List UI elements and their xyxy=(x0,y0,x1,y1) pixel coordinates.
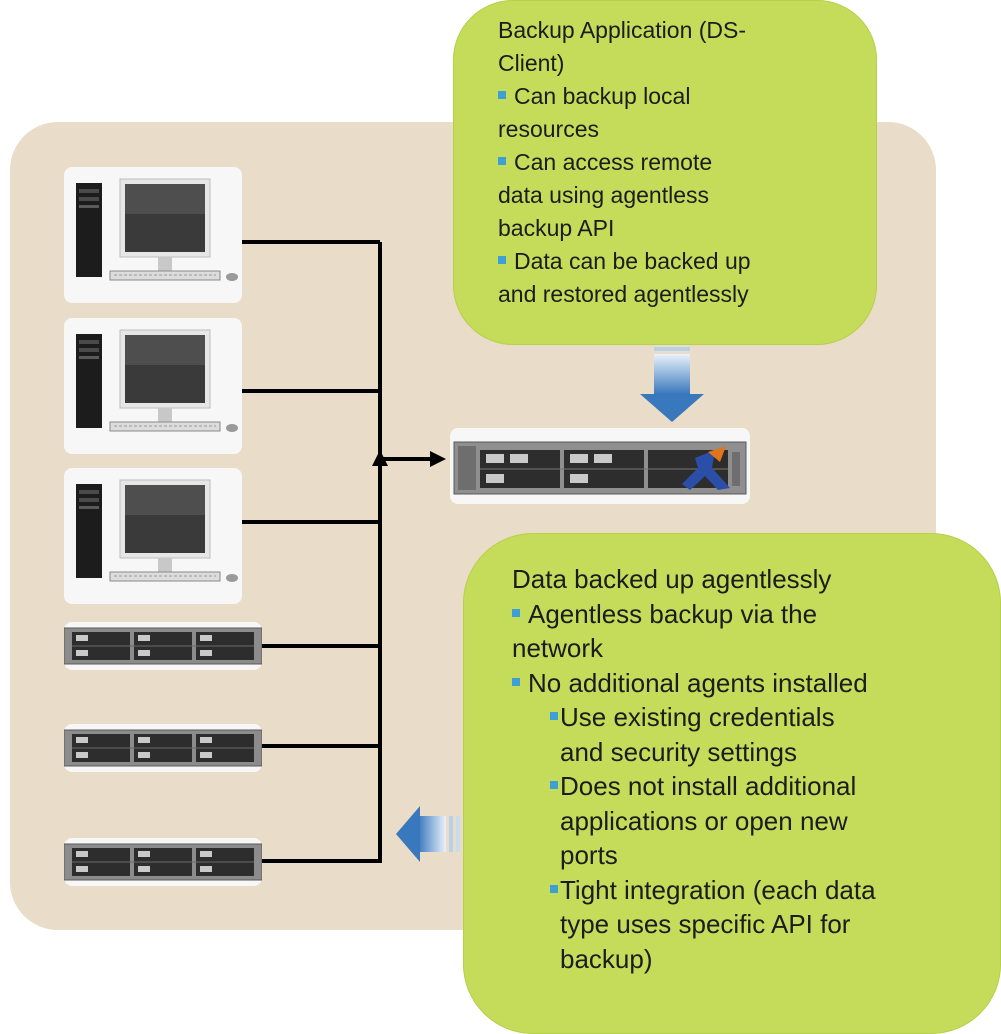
workstation-3 xyxy=(64,468,242,604)
bullet-continuation: network xyxy=(512,633,604,663)
sub-bullet-item: Does not install additional xyxy=(512,769,876,804)
bullet-continuation: backup API xyxy=(498,215,615,241)
callout-heading-line: Backup Application (DS- xyxy=(498,17,747,43)
agentless-callout-text: Data backed up agentlessly Agentless bac… xyxy=(512,562,876,976)
rack-server-icon xyxy=(63,843,263,881)
sub-bullet-item: Use existing credentials xyxy=(512,700,876,735)
bullet-item: No additional agents installed xyxy=(512,666,876,701)
arrow-icon xyxy=(372,450,388,466)
bullet-continuation: backup) xyxy=(560,943,653,974)
rack-server-2 xyxy=(63,724,263,772)
desktop-workstation-icon xyxy=(76,329,238,432)
callout-heading: Data backed up agentlessly xyxy=(512,564,832,594)
bullet-continuation: type uses specific API for xyxy=(560,909,851,939)
bullet-continuation: data using agentless xyxy=(498,182,709,208)
bullet-item: Can backup local xyxy=(498,80,751,113)
arrow-icon xyxy=(396,806,460,862)
bullet-square-icon xyxy=(512,608,520,617)
ds-client-callout xyxy=(453,0,877,345)
callout-heading-line: Client) xyxy=(498,50,565,76)
bullet-continuation: applications or open new xyxy=(560,805,848,836)
desktop-workstation-icon xyxy=(76,479,238,582)
bullet-square-icon xyxy=(498,90,506,99)
rack-server-icon xyxy=(63,729,263,767)
ds-client-server-icon xyxy=(453,441,747,495)
arrow-icon xyxy=(430,451,446,467)
bullet-continuation: resources xyxy=(498,116,599,142)
bullet-item: Agentless backup via the xyxy=(512,597,876,632)
bullet-item: Can access remote xyxy=(498,146,751,179)
bullet-item: Data can be backed up xyxy=(498,245,751,278)
arrow-icon xyxy=(640,340,704,422)
ds-client-callout-text: Backup Application (DS- Client) Can back… xyxy=(498,14,751,311)
bullet-square-icon xyxy=(498,255,506,264)
bullet-square-icon xyxy=(512,677,520,686)
sub-bullet-item: Tight integration (each data xyxy=(512,873,876,908)
bullet-continuation: and security settings xyxy=(560,736,798,767)
desktop-workstation-icon xyxy=(76,178,238,281)
bullet-square-icon xyxy=(550,884,558,893)
rack-server-1 xyxy=(63,622,263,670)
rack-server-icon xyxy=(63,627,263,665)
bullet-continuation: ports xyxy=(560,840,618,870)
bullet-continuation: and restored agentlessly xyxy=(498,281,749,307)
bullet-square-icon xyxy=(550,781,558,790)
bullet-square-icon xyxy=(498,156,506,165)
ds-client-server xyxy=(450,428,750,504)
bullet-square-icon xyxy=(550,712,558,721)
rack-server-3 xyxy=(63,838,263,886)
workstation-1 xyxy=(64,167,242,303)
workstation-2 xyxy=(64,318,242,454)
